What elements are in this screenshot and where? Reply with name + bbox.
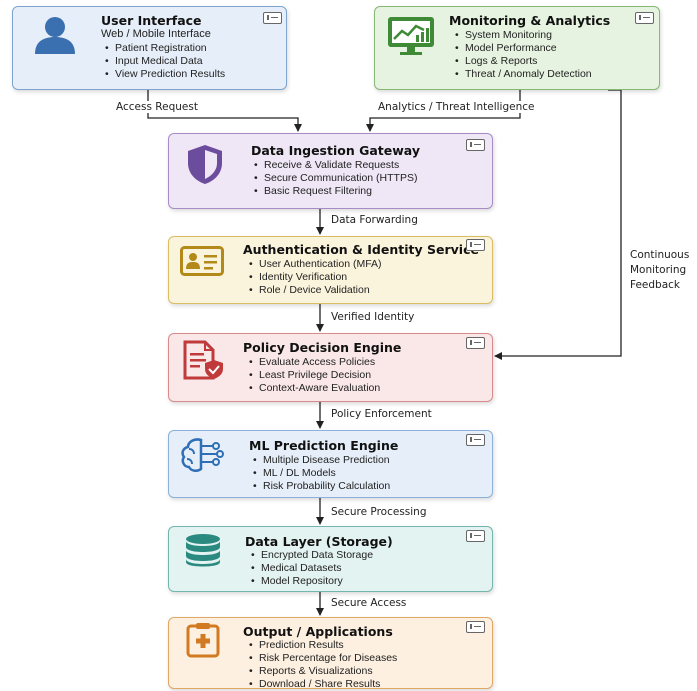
data-forwarding-label: Data Forwarding xyxy=(329,214,420,226)
ml-box: ML Prediction Engine Multiple Disease Pr… xyxy=(168,430,493,498)
list-item: ML / DL Models xyxy=(253,467,390,480)
list-item: Threat / Anomaly Detection xyxy=(455,68,592,81)
list-item: Patient Registration xyxy=(105,42,225,55)
gateway-items: Receive & Validate Requests Secure Commu… xyxy=(254,159,417,198)
list-item: Secure Communication (HTTPS) xyxy=(254,172,417,185)
ui-title: User Interface xyxy=(101,13,202,28)
list-item: Multiple Disease Prediction xyxy=(253,454,390,467)
user-icon xyxy=(35,17,75,54)
id-card-icon xyxy=(180,246,224,276)
data-layer-items: Encrypted Data Storage Medical Datasets … xyxy=(251,549,373,588)
ui-items: Patient Registration Input Medical Data … xyxy=(105,42,225,81)
list-item: Input Medical Data xyxy=(105,55,225,68)
data-layer-title: Data Layer (Storage) xyxy=(245,534,393,549)
clipboard-plus-icon xyxy=(186,623,220,658)
data-layer-box: Data Layer (Storage) Encrypted Data Stor… xyxy=(168,526,493,592)
ml-items: Multiple Disease Prediction ML / DL Mode… xyxy=(253,454,390,493)
feedback-arrow xyxy=(494,89,622,360)
component-badge-icon xyxy=(263,12,282,24)
component-badge-icon xyxy=(466,139,485,151)
list-item: Least Privilege Decision xyxy=(249,369,380,382)
verified-identity-label: Verified Identity xyxy=(329,311,417,323)
list-item: Identity Verification xyxy=(249,271,382,284)
list-item: Evaluate Access Policies xyxy=(249,356,380,369)
user-interface-box: User Interface Web / Mobile Interface Pa… xyxy=(12,6,287,90)
policy-box: Policy Decision Engine Evaluate Access P… xyxy=(168,333,493,402)
gateway-title: Data Ingestion Gateway xyxy=(251,143,420,158)
component-badge-icon xyxy=(466,530,485,542)
list-item: Role / Device Validation xyxy=(249,284,382,297)
list-item: Logs & Reports xyxy=(455,55,592,68)
output-items: Prediction Results Risk Percentage for D… xyxy=(249,639,397,691)
list-item: Context-Aware Evaluation xyxy=(249,382,380,395)
policy-title: Policy Decision Engine xyxy=(243,340,402,355)
policy-document-icon xyxy=(183,340,223,380)
auth-title: Authentication & Identity Service xyxy=(243,242,479,257)
ml-title: ML Prediction Engine xyxy=(249,438,399,453)
list-item: User Authentication (MFA) xyxy=(249,258,382,271)
component-badge-icon xyxy=(466,621,485,633)
component-badge-icon xyxy=(635,12,654,24)
list-item: Model Repository xyxy=(251,575,373,588)
component-badge-icon xyxy=(466,337,485,349)
output-box: Output / Applications Prediction Results… xyxy=(168,617,493,691)
brain-circuit-icon xyxy=(181,438,224,472)
shield-icon xyxy=(188,145,222,184)
list-item: Medical Datasets xyxy=(251,562,373,575)
list-item: View Prediction Results xyxy=(105,68,225,81)
chart-monitor-icon xyxy=(388,17,434,55)
list-item: Reports & Visualizations xyxy=(249,665,397,678)
monitoring-title: Monitoring & Analytics xyxy=(449,13,611,28)
component-badge-icon xyxy=(466,434,485,446)
list-item: Prediction Results xyxy=(249,639,397,652)
policy-items: Evaluate Access Policies Least Privilege… xyxy=(249,356,380,395)
list-item: Basic Request Filtering xyxy=(254,185,417,198)
gateway-box: Data Ingestion Gateway Receive & Validat… xyxy=(168,133,493,209)
list-item: Risk Percentage for Diseases xyxy=(249,652,397,665)
monitoring-box: Monitoring & Analytics System Monitoring… xyxy=(374,6,660,90)
list-item: Model Performance xyxy=(455,42,592,55)
list-item: Receive & Validate Requests xyxy=(254,159,417,172)
secure-access-label: Secure Access xyxy=(329,597,409,609)
database-icon xyxy=(186,534,220,567)
list-item: Encrypted Data Storage xyxy=(251,549,373,562)
ui-subtitle: Web / Mobile Interface xyxy=(101,28,211,40)
policy-enforcement-label: Policy Enforcement xyxy=(329,408,434,420)
list-item: Risk Probability Calculation xyxy=(253,480,390,493)
feedback-label: Continuous Monitoring Feedback xyxy=(630,249,690,291)
output-title: Output / Applications xyxy=(243,624,393,639)
analytics-label: Analytics / Threat Intelligence xyxy=(376,101,537,113)
access-request-label: Access Request xyxy=(114,101,200,113)
auth-box: Authentication & Identity Service User A… xyxy=(168,236,493,304)
secure-processing-label: Secure Processing xyxy=(329,506,429,518)
auth-items: User Authentication (MFA) Identity Verif… xyxy=(249,258,382,297)
component-badge-icon xyxy=(466,239,485,251)
list-item: System Monitoring xyxy=(455,29,592,42)
monitoring-items: System Monitoring Model Performance Logs… xyxy=(455,29,592,81)
